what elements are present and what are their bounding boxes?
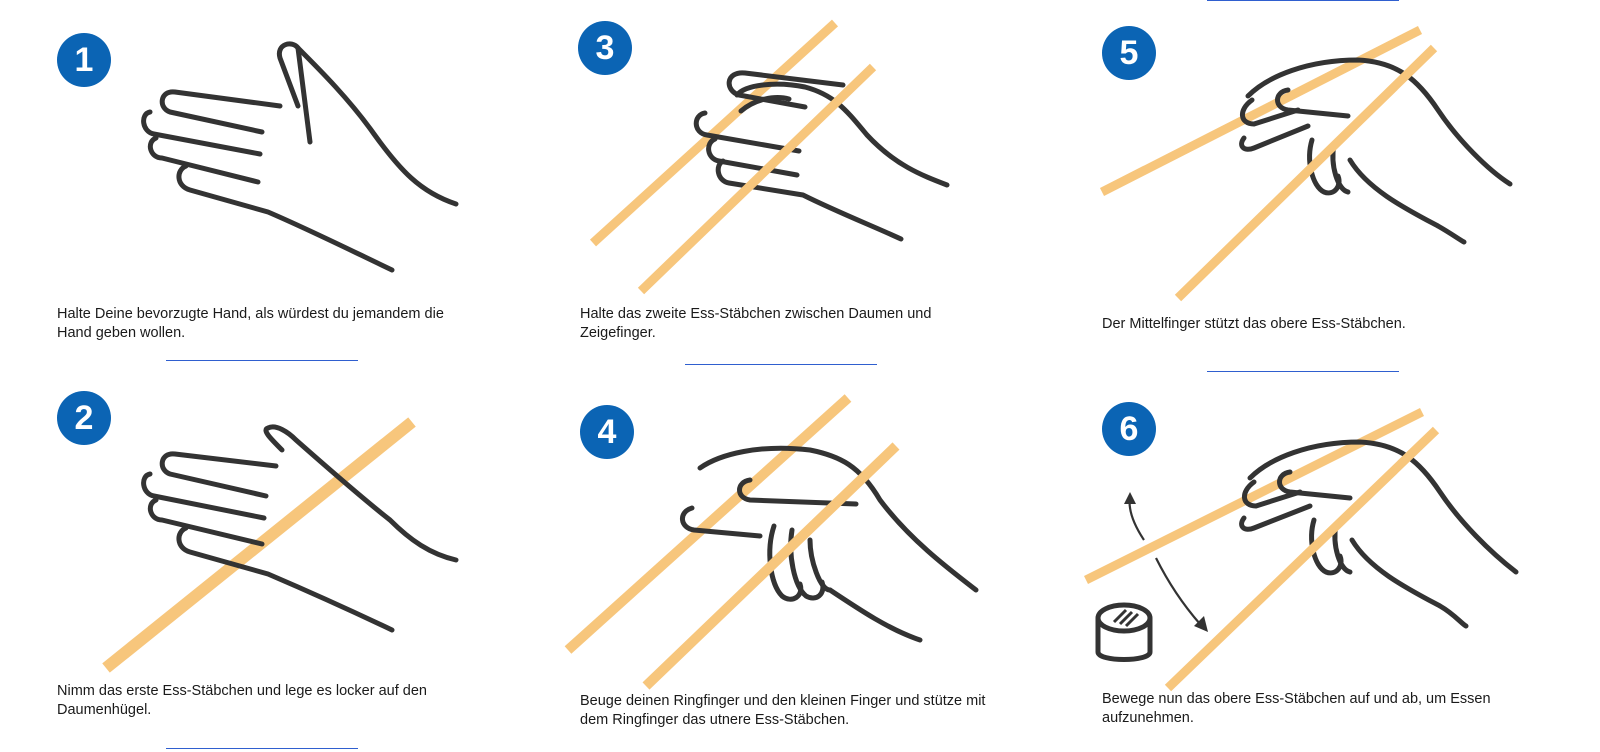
step-caption: Bewege nun das obere Ess-Stäbchen auf un… [1102,691,1491,726]
step-number-badge: 2 [57,391,111,445]
divider [685,364,877,365]
step-caption: Beuge deinen Ringfinger und den kleinen … [580,693,986,728]
step-number-badge: 4 [580,405,634,459]
divider [166,748,358,749]
step-number-badge: 3 [578,21,632,75]
step-caption: Halte Deine bevorzugte Hand, als würdest… [57,306,444,341]
hand-with-two-chopsticks-illustration [589,19,950,295]
hand-bending-ring-finger-illustration [564,394,979,690]
moving-chopstick-illustration [1083,407,1519,692]
step-caption: Der Mittelfinger stützt das obere Ess-St… [1102,316,1406,332]
divider [166,360,358,361]
step-number-badge: 5 [1102,26,1156,80]
up-down-arrow-icon [1124,492,1208,632]
divider [1207,371,1399,372]
step-caption: Halte das zweite Ess-Stäbchen zwischen D… [580,306,932,341]
sushi-icon [1095,602,1153,662]
step-number-badge: 6 [1102,402,1156,456]
hand-with-first-chopstick-illustration [102,417,459,673]
divider [1207,0,1399,1]
step-caption: Nimm das erste Ess-Stäbchen und lege es … [57,683,427,718]
open-hand-illustration [141,41,459,273]
step-number-badge: 1 [57,33,111,87]
middle-finger-support-illustration [1099,25,1513,302]
